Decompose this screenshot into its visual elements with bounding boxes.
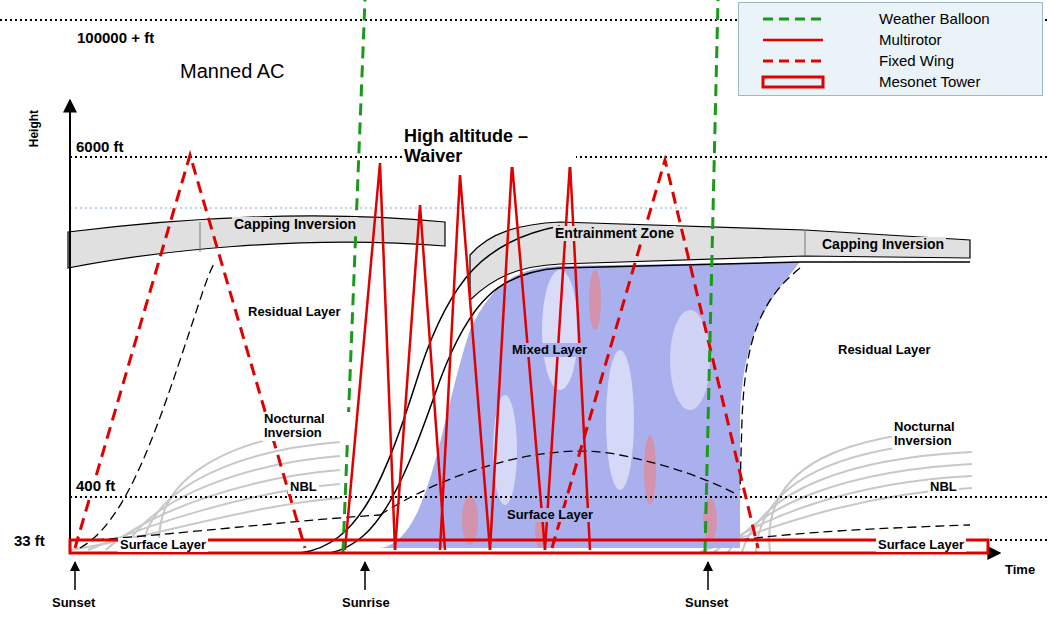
legend-text: Multirotor	[879, 31, 942, 48]
legend-text: Fixed Wing	[879, 52, 954, 69]
height-value: 400 ft	[74, 478, 117, 495]
layer-name: Capping Inversion	[820, 237, 946, 252]
legend-box: Weather BalloonMultirotorFixed WingMeson…	[738, 2, 1043, 96]
legend-entry: Multirotor	[739, 30, 1042, 50]
annotation: High altitude – Waiver	[402, 127, 576, 167]
axis-title: Height	[28, 108, 41, 149]
band-divider	[200, 222, 201, 252]
layer-name: Mixed Layer	[510, 343, 589, 357]
legend-sample	[761, 12, 825, 26]
legend-sample	[761, 75, 825, 89]
turbulence-texture	[462, 270, 717, 548]
multirotor-profile	[345, 163, 590, 550]
height-value: 6000 ft	[74, 139, 126, 156]
legend-sample	[761, 54, 825, 68]
legend-sample	[761, 33, 825, 47]
legend-text: Mesonet Tower	[879, 73, 980, 90]
time-marker: Sunset	[50, 596, 97, 610]
weather-balloon-profile	[343, 0, 718, 552]
fixed-wing-profile	[75, 155, 758, 548]
legend-entry: Mesonet Tower	[739, 72, 1042, 92]
time-marker-arrows	[75, 562, 708, 590]
height-value: 100000 + ft	[75, 30, 156, 47]
platform-label: Manned AC	[178, 60, 287, 82]
legend-entry: Weather Balloon	[739, 9, 1042, 29]
height-axis	[69, 100, 71, 553]
layer-name: Entrainment Zone	[553, 226, 676, 241]
time-marker: Sunrise	[340, 596, 392, 610]
layer-name: Residual Layer	[246, 305, 343, 319]
layer-name: Capping Inversion	[232, 217, 358, 232]
axis-title: Time	[1003, 563, 1037, 577]
layer-name: Residual Layer	[836, 343, 933, 357]
layer-name: NBL	[288, 480, 319, 494]
layer-name: Nocturnal Inversion	[262, 412, 351, 441]
layer-name: NBL	[928, 480, 959, 494]
band-divider	[805, 230, 806, 256]
legend-text: Weather Balloon	[879, 10, 990, 27]
layer-name: Surface Layer	[118, 538, 208, 552]
layer-name: Surface Layer	[876, 538, 966, 552]
layer-name: Surface Layer	[505, 508, 595, 522]
capping-inversion-band	[68, 216, 445, 268]
legend-entry: Fixed Wing	[739, 51, 1042, 71]
height-value: 33 ft	[12, 533, 47, 550]
time-marker: Sunset	[683, 596, 730, 610]
layer-name: Nocturnal Inversion	[892, 420, 981, 449]
